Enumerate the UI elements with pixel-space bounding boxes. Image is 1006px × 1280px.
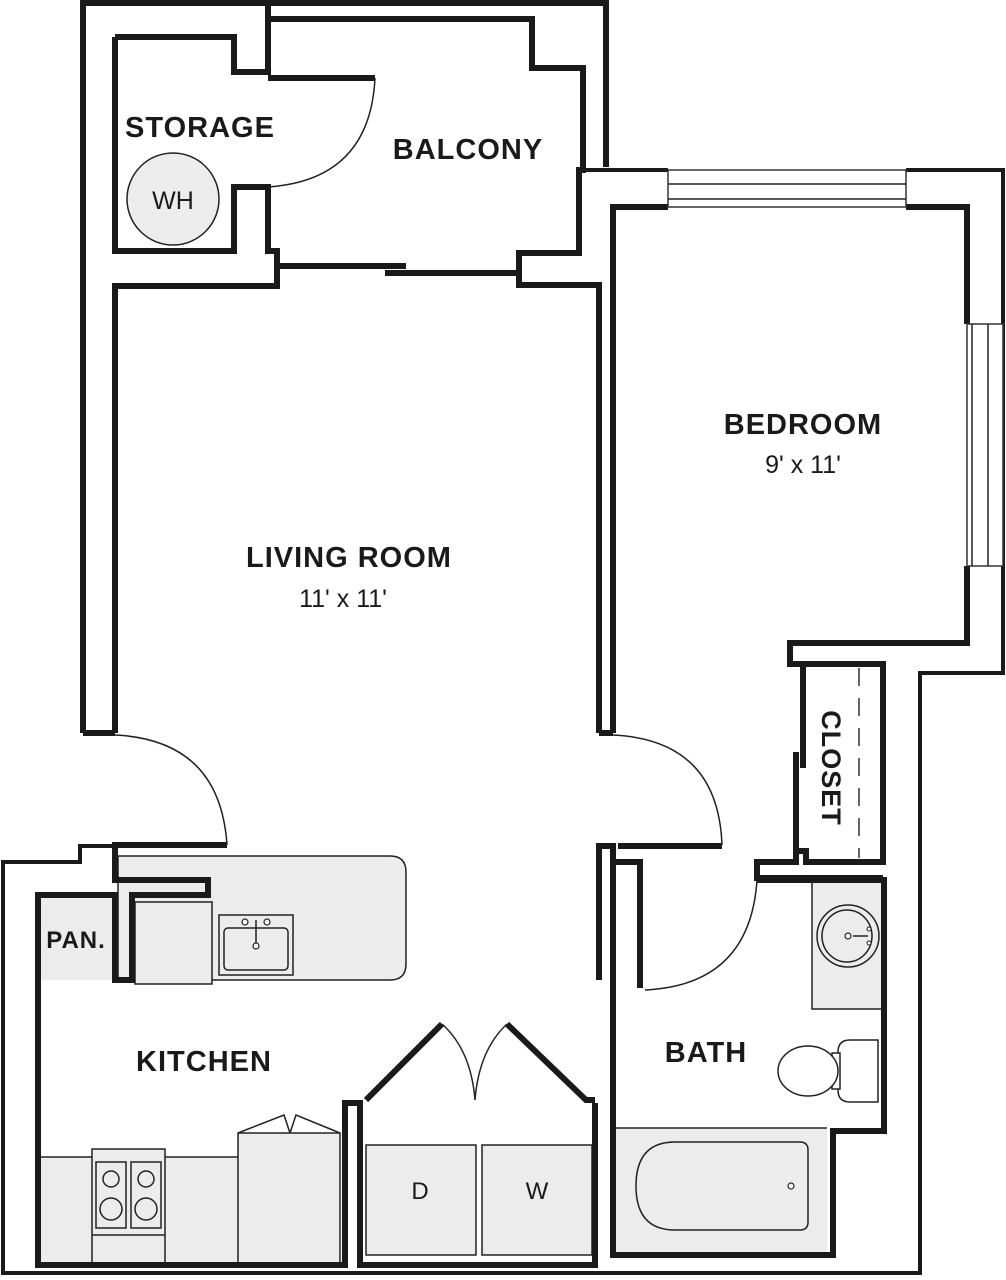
bathtub <box>635 1141 809 1231</box>
wall-kitchen <box>35 842 293 1268</box>
stove <box>91 1148 166 1264</box>
bedroom-label: BEDROOM <box>724 409 882 441</box>
bedroom-window-right <box>966 323 1004 567</box>
water-heater <box>126 152 220 246</box>
refrigerator <box>237 1132 341 1264</box>
washer-label: W <box>526 1178 549 1205</box>
bath-door-swing <box>644 879 758 991</box>
wall-laundry <box>363 1021 445 1103</box>
pantry-area <box>40 898 112 980</box>
wall-bedroom <box>610 204 668 733</box>
balcony-label: BALCONY <box>393 134 543 166</box>
dishwasher <box>134 901 213 985</box>
wall-outer-top-left <box>80 0 609 733</box>
dryer <box>365 1144 477 1256</box>
living-room-dimensions: 11' x 11' <box>299 585 387 613</box>
wall-closet <box>754 661 886 881</box>
bedroom-door-swing <box>612 734 723 846</box>
washer <box>481 1144 593 1256</box>
toilet <box>777 1039 879 1103</box>
wall-storage <box>115 6 271 75</box>
bedroom-dimensions: 9' x 11' <box>765 451 841 479</box>
bath-label: BATH <box>665 1037 747 1069</box>
storage-door-swing <box>267 77 376 188</box>
bath-vanity <box>811 881 885 1010</box>
living-room-label: LIVING ROOM <box>246 542 452 574</box>
bedroom-window-top <box>667 169 907 208</box>
water-heater-label: WH <box>152 187 194 215</box>
dryer-label: D <box>411 1178 428 1205</box>
storage-label: STORAGE <box>125 112 275 144</box>
closet-label: CLOSET <box>816 710 846 826</box>
entry-door-swing <box>114 734 228 846</box>
wall-bath <box>596 843 643 988</box>
kitchen-label: KITCHEN <box>136 1046 272 1078</box>
pantry-label: PAN. <box>46 927 106 954</box>
